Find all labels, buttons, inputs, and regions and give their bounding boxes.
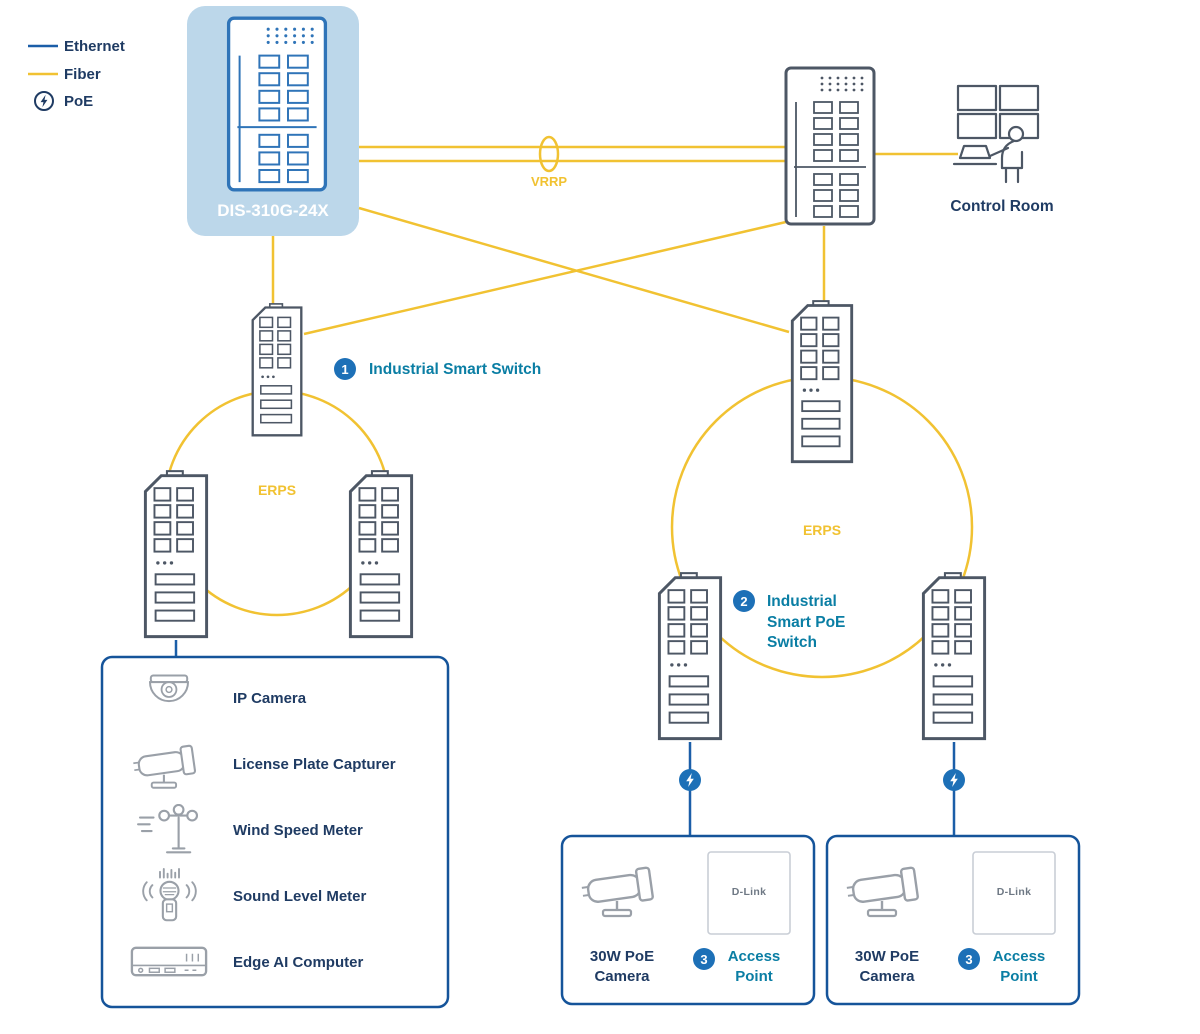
dis-switch-label: DIS-310G-24X [217, 201, 329, 220]
access-point-label-right: Access Point [987, 947, 1051, 987]
poe-camera-label-right-line2: Camera [859, 968, 915, 985]
badge-2: 2 [733, 590, 755, 612]
poe-camera-label-right-line1: 30W PoE [854, 948, 920, 965]
dis-310g-24x-switch-icon [226, 16, 328, 192]
device-label-license-plate-capturer: License Plate Capturer [233, 756, 396, 773]
right-ring-title-line1: Industrial [767, 593, 837, 610]
access-point-label-right-line2: Point [1000, 968, 1038, 985]
left-ring-bottom-left-switch-icon [143, 470, 209, 639]
device-label-sound-level-meter: Sound Level Meter [233, 888, 367, 905]
device-label-wind-speed-meter: Wind Speed Meter [233, 822, 363, 839]
badge-1: 1 [334, 358, 356, 380]
left-ring-top-switch-icon [251, 303, 303, 437]
poe-camera-label-left-line1: 30W PoE [589, 948, 655, 965]
erps-label-left: ERPS [257, 482, 297, 498]
legend-poe-icon [34, 91, 54, 111]
control-room-icon [952, 84, 1040, 184]
access-point-icon-left [707, 851, 791, 935]
poe-camera-label-right: 30W PoE Camera [831, 947, 943, 987]
edge-computer-icon [130, 946, 208, 977]
badge-3-right: 3 [958, 948, 980, 970]
vrrp-bundle-icon [538, 135, 560, 173]
erps-label-right: ERPS [802, 522, 842, 538]
legend-fiber-label: Fiber [64, 66, 101, 83]
device-panel-box [100, 655, 450, 1009]
core-switch-icon [784, 66, 876, 226]
left-ring-title: Industrial Smart Switch [369, 361, 542, 378]
access-point-label-left-line1: Access [727, 948, 781, 965]
poe-camera-label-left-line2: Camera [594, 968, 650, 985]
poe-bolt-badge-left [679, 769, 701, 791]
legend-ethernet-label: Ethernet [64, 38, 125, 55]
control-room-label: Control Room [950, 198, 1054, 215]
right-ring-bottom-right-switch-icon [921, 572, 987, 741]
right-ring-title-line2: Smart PoE [767, 613, 846, 631]
right-ring-top-switch-icon [790, 300, 854, 464]
access-point-label-left-line2: Point [735, 968, 773, 985]
legend-poe-label: PoE [64, 93, 94, 110]
vrrp-label: VRRP [530, 174, 568, 189]
poe-bolt-badge-right [943, 769, 965, 791]
left-ring-bottom-right-switch-icon [348, 470, 414, 639]
badge-3-left: 3 [693, 948, 715, 970]
access-point-label-left: Access Point [722, 947, 786, 987]
device-label-ip-camera: IP Camera [233, 690, 307, 707]
right-ring-title: Industrial Smart PoE Switch [767, 592, 845, 654]
right-ring-title-line3: Switch [767, 634, 817, 651]
access-point-icon-right [972, 851, 1056, 935]
ap-brand-left: D-Link [731, 886, 767, 898]
fiber-link-core-to-left-ring [303, 220, 787, 336]
device-label-edge-ai-computer: Edge AI Computer [233, 954, 364, 971]
right-ring-bottom-left-switch-icon [657, 572, 723, 741]
access-point-label-right-line1: Access [992, 948, 1046, 965]
poe-camera-label-left: 30W PoE Camera [566, 947, 678, 987]
ap-brand-right: D-Link [996, 886, 1032, 898]
